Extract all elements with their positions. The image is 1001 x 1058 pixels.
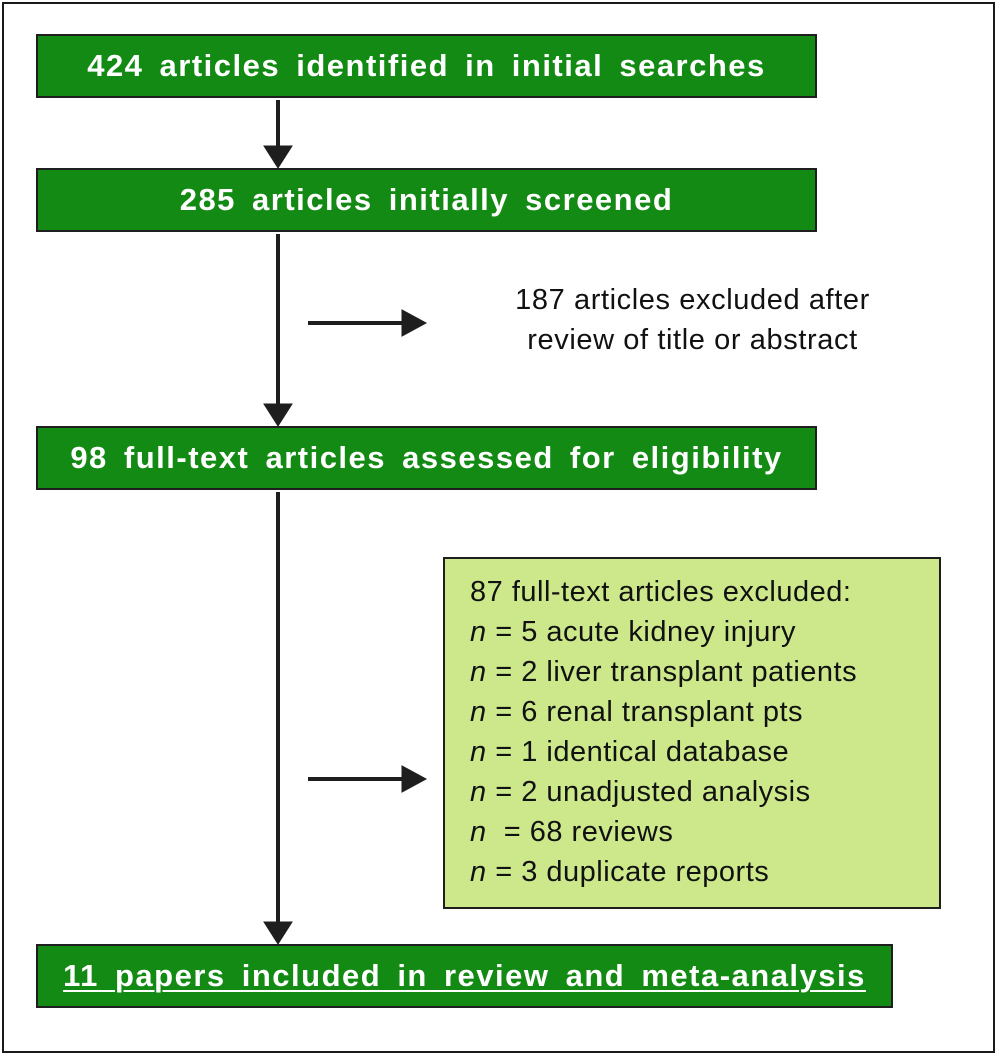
reason-n-label: n [470, 776, 487, 808]
reason-n-label: n [470, 656, 487, 688]
arrowhead-down-3 [263, 921, 293, 945]
stage-included-box: 11 papers included in review and meta-an… [36, 944, 893, 1008]
stage-screened-label: 285 articles initially screened [179, 182, 674, 217]
reason-text: = 1 identical database [486, 736, 790, 768]
reason-text: = 3 duplicate reports [486, 856, 770, 888]
reason-text: = 68 reviews [486, 816, 674, 848]
stage-identified-box: 424 articles identified in initial searc… [36, 34, 817, 98]
exclusion-reason: n = 1 identical database [470, 732, 939, 772]
stage-screened-box: 285 articles initially screened [36, 168, 817, 232]
stage-identified-label: 424 articles identified in initial searc… [87, 48, 766, 83]
exclusion-heading: 87 full-text articles excluded: [470, 576, 852, 608]
exclusion-reason: n = 5 acute kidney injury [470, 612, 939, 652]
stage-eligibility-label: 98 full-text articles assessed for eligi… [70, 440, 783, 475]
arrowhead-right-2 [401, 765, 428, 793]
arrowhead-right-1 [401, 309, 428, 337]
arrowhead-down-2 [263, 403, 293, 427]
reason-n-label: n [470, 696, 487, 728]
stage-eligibility-box: 98 full-text articles assessed for eligi… [36, 426, 817, 490]
reason-n-label: n [470, 736, 487, 768]
reason-n-label: n [470, 816, 487, 848]
reason-n-label: n [470, 616, 487, 648]
exclusion-note-line-1: 187 articles excluded after [515, 284, 870, 316]
exclusion-reason: n = 2 liver transplant patients [470, 652, 939, 692]
exclusion-reason: n = 3 duplicate reports [470, 852, 939, 892]
fulltext-exclusion-box: 87 full-text articles excluded: n = 5 ac… [443, 557, 941, 909]
arrowhead-down-1 [263, 145, 293, 169]
exclusion-reason: n = 2 unadjusted analysis [470, 772, 939, 812]
stage-included-label: 11 papers included in review and meta-an… [63, 958, 866, 993]
exclusion-reason: n = 68 reviews [470, 812, 939, 852]
reason-text: = 5 acute kidney injury [486, 616, 797, 648]
reason-text: = 2 liver transplant patients [486, 656, 858, 688]
reason-n-label: n [470, 856, 487, 888]
reason-text: = 2 unadjusted analysis [486, 776, 811, 808]
exclusion-note-line-2: review of title or abstract [527, 324, 858, 356]
exclusion-reason: n = 6 renal transplant pts [470, 692, 939, 732]
reason-text: = 6 renal transplant pts [486, 696, 804, 728]
title-abstract-exclusion-note: 187 articles excluded after review of ti… [440, 280, 945, 360]
